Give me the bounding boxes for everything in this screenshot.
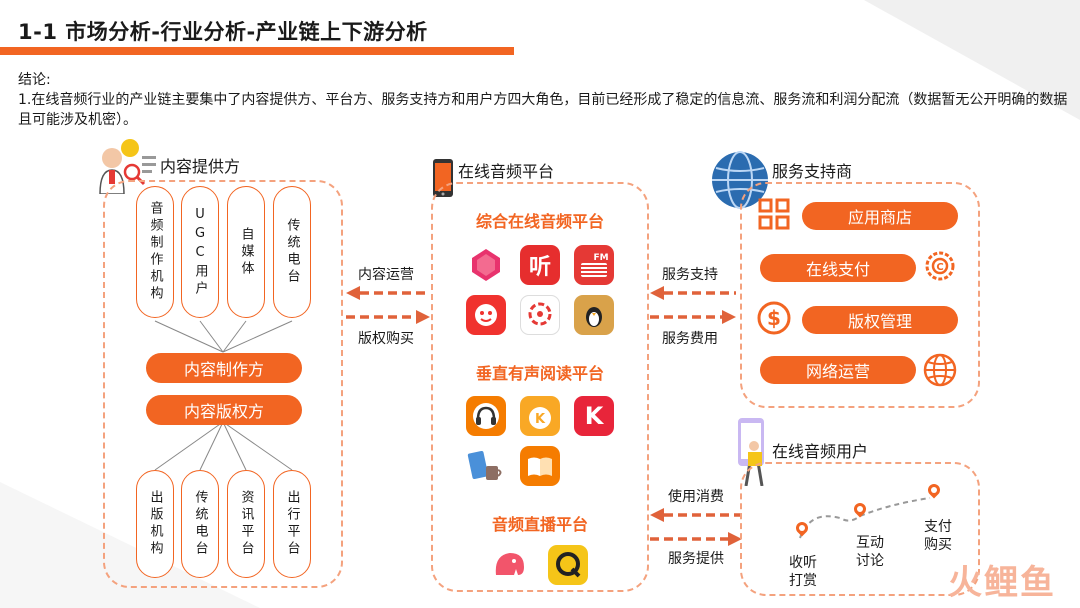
- provider-item-audio-agency: 音频制作机构: [136, 186, 174, 318]
- app-store-icon: [758, 198, 790, 230]
- page-title: 1-1 市场分析-行业分析-产业链上下游分析: [18, 20, 428, 44]
- penguin-app-icon: [574, 295, 614, 335]
- elephant-app-icon: [490, 545, 530, 585]
- flow-label-service-fee: 服务费用: [662, 331, 718, 347]
- title-underline: [0, 47, 514, 55]
- svg-text:K: K: [535, 412, 546, 427]
- k-crown-app-icon: K: [520, 396, 560, 436]
- copyright-dollar-icon: $: [757, 301, 791, 335]
- ting-app-icon: 听: [520, 245, 560, 285]
- arrow-left-icon: [650, 286, 736, 300]
- flow-label-service-provision: 服务提供: [668, 551, 724, 567]
- book-coffee-app-icon: [466, 446, 506, 486]
- k-app-icon: K: [574, 396, 614, 436]
- payment-coin-icon: C: [925, 251, 955, 281]
- user-step-pay-purchase: 支付购买: [924, 519, 952, 553]
- conclusion-text: 1.在线音频行业的产业链主要集中了内容提供方、平台方、服务支持方和用户方四大角色…: [18, 92, 1068, 128]
- platform-box: [431, 182, 649, 592]
- headphone-app-icon: [466, 396, 506, 436]
- users-title: 在线音频用户: [772, 442, 869, 461]
- provider-item-news-platform: 资讯平台: [227, 470, 265, 578]
- provider-item-self-media: 自媒体: [227, 186, 265, 318]
- provider-item-ugc-user: UGC用户: [181, 186, 219, 318]
- network-globe-icon: [923, 353, 957, 387]
- svg-text:$: $: [767, 306, 781, 330]
- content-provider-title: 内容提供方: [160, 157, 241, 176]
- arrow-right-icon: [650, 532, 742, 546]
- content-provider-box: [103, 180, 343, 588]
- platform-section-vertical-reading: 垂直有声阅读平台: [475, 364, 604, 383]
- phoenix-app-icon: [520, 295, 560, 335]
- arrow-left-icon: [346, 286, 430, 300]
- users-box: [740, 462, 980, 596]
- role-copyright-holder: 内容版权方: [146, 395, 302, 425]
- service-item-copyright-management: 版权管理: [802, 306, 958, 334]
- conclusion: 结论: 1.在线音频行业的产业链主要集中了内容提供方、平台方、服务支持方和用户方…: [18, 70, 1068, 130]
- platform-title: 在线音频平台: [458, 162, 555, 181]
- lion-app-icon: [466, 295, 506, 335]
- person-icon: [99, 139, 156, 194]
- provider-item-radio: 传统电台: [273, 186, 311, 318]
- q-app-icon: [548, 545, 588, 585]
- service-item-online-payment: 在线支付: [760, 254, 916, 282]
- provider-item-radio-2: 传统电台: [181, 470, 219, 578]
- user-step-interact-discuss: 互动讨论: [856, 535, 884, 569]
- arrow-right-icon: [650, 310, 736, 324]
- conclusion-label: 结论:: [18, 72, 51, 88]
- user-journey-path: [799, 497, 931, 539]
- service-title: 服务支持商: [772, 162, 853, 181]
- flow-label-content-ops: 内容运营: [358, 267, 414, 283]
- svg-text:C: C: [936, 262, 943, 273]
- role-content-producer: 内容制作方: [146, 353, 302, 383]
- provider-item-travel-platform: 出行平台: [273, 470, 311, 578]
- platform-section-live-audio: 音频直播平台: [491, 515, 588, 534]
- content-provider-connectors: [154, 320, 293, 471]
- flow-label-copyright-purchase: 版权购买: [358, 331, 414, 347]
- flow-label-usage-consumption: 使用消费: [668, 489, 724, 505]
- service-box: [740, 182, 980, 408]
- arrow-left-icon: [650, 508, 742, 522]
- platform-section-comprehensive: 综合在线音频平台: [475, 212, 604, 231]
- fm-label: FM: [593, 253, 609, 263]
- service-item-network-operation: 网络运营: [760, 356, 916, 384]
- gem-app-icon: [466, 245, 506, 285]
- service-item-app-store: 应用商店: [802, 202, 958, 230]
- arrow-right-icon: [346, 310, 430, 324]
- provider-item-publisher: 出版机构: [136, 470, 174, 578]
- watermark-logo: 火鲤鱼: [948, 563, 1056, 603]
- user-step-listen-tip: 收听打赏: [789, 555, 817, 589]
- open-book-app-icon: [520, 446, 560, 486]
- fm-radio-app-icon: FM: [574, 245, 614, 285]
- flow-label-service-support: 服务支持: [662, 267, 718, 283]
